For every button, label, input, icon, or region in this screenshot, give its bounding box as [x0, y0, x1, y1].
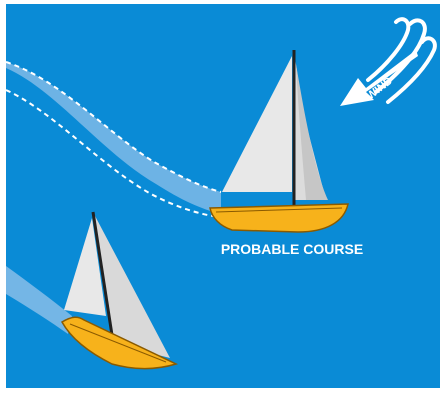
lower-sailboat	[62, 212, 176, 369]
upper-sailboat	[210, 50, 348, 232]
water-panel: WIND PROBABLE COURSE	[6, 4, 440, 388]
wind-arrow	[340, 50, 418, 106]
probable-course-label: PROBABLE COURSE	[221, 241, 363, 257]
sailing-scene: WIND PROBABLE COURSE	[6, 4, 440, 388]
wind-icon: WIND	[340, 19, 435, 106]
probable-course-band	[6, 62, 221, 217]
lower-boat-wake	[6, 266, 72, 334]
upper-jib-sail	[222, 56, 292, 192]
